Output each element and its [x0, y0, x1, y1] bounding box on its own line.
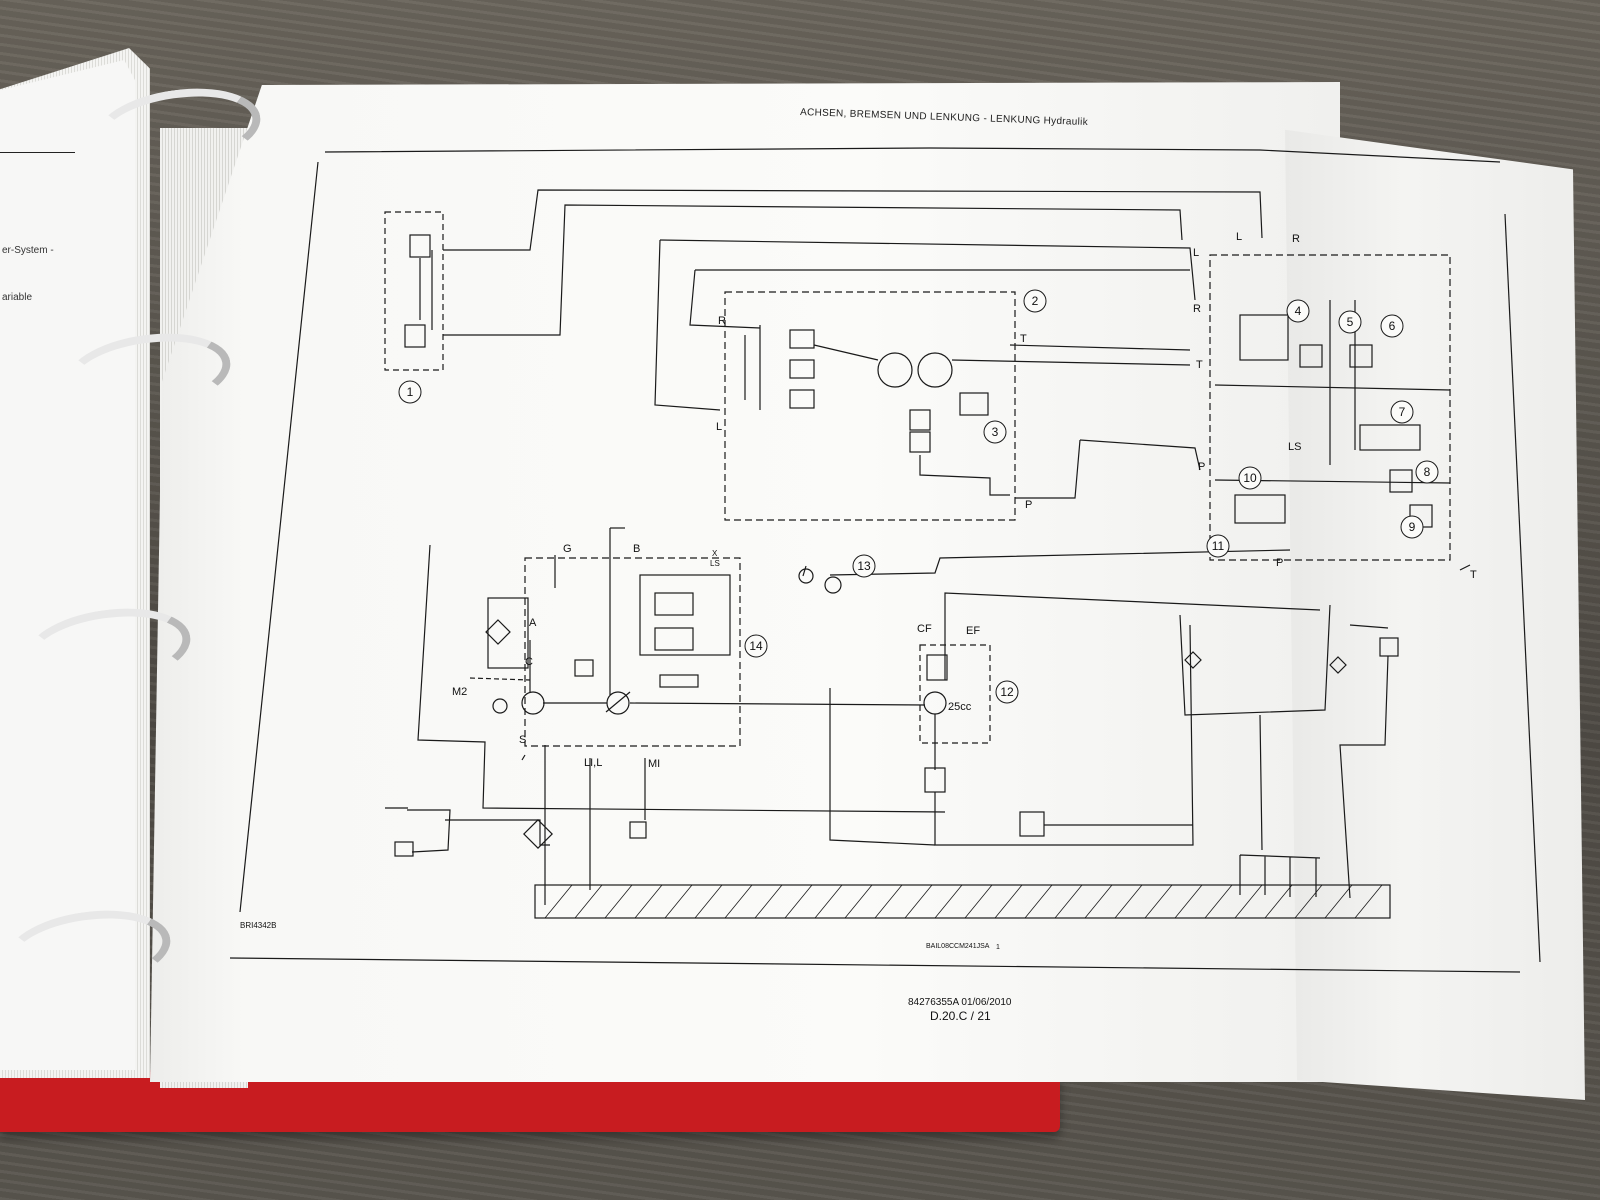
port-label-g: G [563, 543, 572, 555]
left-page-rule [0, 152, 75, 153]
diagram-sheet [150, 82, 1340, 1082]
callout-9: 9 [1409, 520, 1416, 534]
port-label-ls: LS [710, 559, 720, 568]
port-label-right-r: R [1193, 303, 1201, 315]
callout-9-circle [1400, 515, 1424, 539]
reservoir [534, 884, 1391, 919]
frame-right-rule [1504, 213, 1541, 963]
page-number: D.20.C / 21 [930, 1009, 991, 1023]
callout-8: 8 [1424, 465, 1431, 479]
drawing-ref: BAIL08CCM241JSA [926, 943, 990, 950]
port-label-top-l: L [1236, 231, 1242, 243]
callout-12: 12 [1000, 685, 1014, 699]
port-label-t2: T [1470, 569, 1477, 581]
callout-8-circle [1415, 460, 1439, 484]
port-label-t: T [1020, 333, 1027, 345]
port-label-p: P [1025, 499, 1032, 511]
port-label-p2: P [1276, 557, 1283, 569]
component-14-box [524, 557, 741, 747]
callout-3-circle [983, 420, 1007, 444]
port-label-m2: M2 [452, 686, 467, 698]
port-label-top-r: R [1292, 233, 1300, 245]
port-label-b: B [633, 543, 640, 555]
callout-14: 14 [749, 639, 763, 653]
callout-14-circle [744, 634, 768, 658]
callout-10-circle [1238, 466, 1262, 490]
port-label-x: X [712, 549, 718, 558]
callout-11: 11 [1212, 539, 1225, 553]
port-label-li: LI,L [584, 757, 602, 769]
port-label-right-t: T [1196, 359, 1203, 371]
callout-6: 6 [1389, 319, 1396, 333]
port-label-l: L [716, 421, 722, 433]
callout-6-circle [1380, 314, 1404, 338]
callout-13-circle [852, 554, 876, 578]
port-label-cf: CF [917, 623, 932, 635]
port-label-a: A [529, 617, 537, 629]
callout-12-circle [995, 680, 1019, 704]
port-label-right-p: P [1198, 461, 1205, 473]
callout-1-circle [398, 380, 422, 404]
callout-4-circle [1286, 299, 1310, 323]
callout-3: 3 [992, 425, 999, 439]
port-label-mi: MI [648, 758, 660, 770]
callout-1: 1 [407, 385, 414, 399]
callout-11-circle [1206, 534, 1230, 558]
callout-2: 2 [1032, 294, 1039, 308]
frame-top-rule [324, 147, 1501, 163]
callout-7: 7 [1399, 405, 1406, 419]
port-label-ef: EF [966, 625, 980, 637]
callout-7-circle [1390, 400, 1414, 424]
callout-13: 13 [857, 559, 871, 573]
component-1-box [384, 211, 444, 371]
callout-10: 10 [1243, 471, 1257, 485]
callout-5-circle [1338, 310, 1362, 334]
component-12-box [919, 644, 991, 744]
frame-bottom-rule [229, 957, 1521, 973]
left-page-text-1: er-System - [2, 245, 54, 256]
component-2-box [724, 291, 1016, 521]
callout-4: 4 [1295, 304, 1302, 318]
port-label-right-ls: LS [1288, 441, 1301, 453]
port-label-s: S [519, 734, 526, 746]
drawing-id: BRI4342B [240, 921, 276, 930]
callout-2-circle [1023, 289, 1047, 313]
drawing-ref-number: 1 [996, 944, 1000, 951]
port-label-c: C [525, 656, 533, 668]
foldout-panel [1285, 129, 1585, 1100]
frame-left-rule [239, 161, 319, 913]
right-valve-block [1209, 254, 1451, 561]
port-label-right-l: L [1193, 247, 1199, 259]
port-label-r: R [718, 315, 726, 327]
callout-5: 5 [1347, 315, 1354, 329]
pump-displacement: 25cc [948, 701, 972, 713]
left-page: er-System - ariable [0, 60, 135, 1070]
document-number: 84276355A 01/06/2010 [908, 997, 1012, 1008]
left-page-text-2: ariable [2, 292, 33, 303]
